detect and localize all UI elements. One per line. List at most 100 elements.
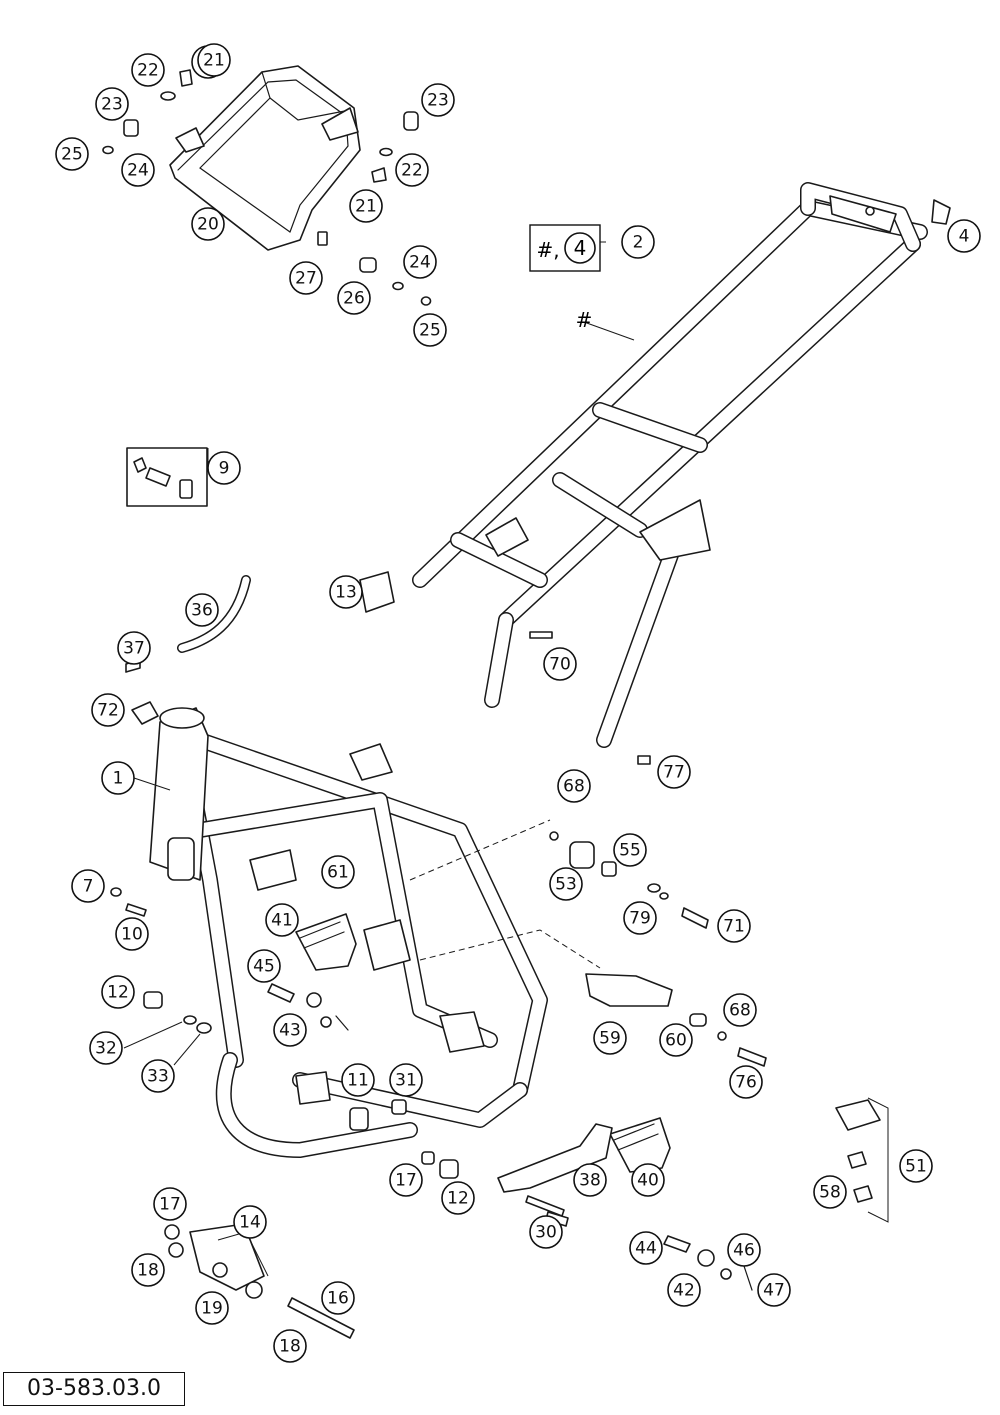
callout-number: 45 xyxy=(253,957,275,977)
callout-61: 61 xyxy=(321,855,355,889)
callout-14: 14 xyxy=(233,1205,267,1239)
leader-lines xyxy=(123,241,635,1277)
callout-number: 42 xyxy=(673,1281,695,1301)
callout-number: 20 xyxy=(197,215,219,235)
bolts-right xyxy=(549,831,767,1067)
callout-12: 12 xyxy=(441,1181,475,1215)
callout-27: 27 xyxy=(289,261,323,295)
callout-number: 71 xyxy=(723,917,745,937)
callout-number: 23 xyxy=(101,95,123,115)
box-label-ref: 4 xyxy=(574,236,587,260)
callout-32: 32 xyxy=(89,1031,123,1065)
callout-77: 77 xyxy=(657,755,691,789)
callout-18: 18 xyxy=(131,1253,165,1287)
pin-and-spring-parts xyxy=(267,983,753,1291)
callout-number: 16 xyxy=(327,1289,349,1309)
callout-number: 51 xyxy=(905,1157,927,1177)
callout-33: 33 xyxy=(141,1059,175,1093)
callout-23: 23 xyxy=(95,87,129,121)
callout-76: 76 xyxy=(729,1065,763,1099)
callout-9: 9 xyxy=(207,451,241,485)
callout-24: 24 xyxy=(121,153,155,187)
callout-30: 30 xyxy=(529,1215,563,1249)
callout-number: 55 xyxy=(619,841,641,861)
callout-51: 51 xyxy=(899,1149,933,1183)
callout-number: 70 xyxy=(549,655,571,675)
callout-number: 7 xyxy=(83,877,94,897)
skid-plate xyxy=(169,65,361,251)
callout-45: 45 xyxy=(247,949,281,983)
callout-number: 21 xyxy=(355,197,377,217)
callout-47: 47 xyxy=(757,1273,791,1307)
callout-number: 2 xyxy=(633,233,644,253)
box-label-prefix: #, xyxy=(536,238,559,262)
symbol-marker: # xyxy=(576,308,593,332)
callout-46: 46 xyxy=(727,1233,761,1267)
callout-number: 68 xyxy=(563,777,585,797)
skid-plate-hardware xyxy=(102,69,432,306)
callout-number: 9 xyxy=(219,459,230,479)
callout-number: 36 xyxy=(191,601,213,621)
callout-18: 18 xyxy=(273,1329,307,1363)
side-plates xyxy=(164,1223,355,1339)
callout-43: 43 xyxy=(273,1013,307,1047)
callout-number: 10 xyxy=(121,925,143,945)
callout-25: 25 xyxy=(55,137,89,171)
callout-number: 40 xyxy=(637,1171,659,1191)
callout-number: 61 xyxy=(327,863,349,883)
callout-21: 21 xyxy=(197,43,231,77)
callout-60: 60 xyxy=(659,1023,693,1057)
callout-4: 4 xyxy=(947,219,981,253)
callout-36: 36 xyxy=(185,593,219,627)
callout-72: 72 xyxy=(91,693,125,727)
callout-53: 53 xyxy=(549,867,583,901)
callout-number: 32 xyxy=(95,1039,117,1059)
callout-number: 68 xyxy=(729,1001,751,1021)
callout-7: 7 xyxy=(71,869,105,903)
callout-70: 70 xyxy=(543,647,577,681)
diagram-code-label: 03-583.03.0 xyxy=(3,1372,185,1406)
callout-number: 12 xyxy=(447,1189,469,1209)
footpeg-left xyxy=(295,913,357,971)
callout-number: 27 xyxy=(295,269,317,289)
callout-12: 12 xyxy=(101,975,135,1009)
callout-number: 79 xyxy=(629,909,651,929)
callout-26: 26 xyxy=(337,281,371,315)
callout-number: 12 xyxy=(107,983,129,1003)
callout-41: 41 xyxy=(265,903,299,937)
callout-55: 55 xyxy=(613,833,647,867)
callout-number: 4 xyxy=(959,227,970,247)
callout-17: 17 xyxy=(389,1163,423,1197)
callout-38: 38 xyxy=(573,1163,607,1197)
callout-number: 47 xyxy=(763,1281,785,1301)
side-stand-plate xyxy=(569,841,707,1027)
subframe xyxy=(359,182,951,765)
callout-number: 33 xyxy=(147,1067,169,1087)
callout-number: 14 xyxy=(239,1213,261,1233)
callout-number: 22 xyxy=(137,61,159,81)
callout-58: 58 xyxy=(813,1175,847,1209)
callout-number: 23 xyxy=(427,91,449,111)
callout-number: 11 xyxy=(347,1071,369,1091)
brake-pedal xyxy=(497,1123,613,1193)
callout-number: 59 xyxy=(599,1029,621,1049)
callout-number: 41 xyxy=(271,911,293,931)
callout-number: 19 xyxy=(201,1299,223,1319)
callout-37: 37 xyxy=(117,631,151,665)
callout-71: 71 xyxy=(717,909,751,943)
callout-number: 24 xyxy=(127,161,149,181)
callout-19: 19 xyxy=(195,1291,229,1325)
footpeg-right xyxy=(609,1117,671,1173)
callout-20: 20 xyxy=(191,207,225,241)
callout-number: 24 xyxy=(409,253,431,273)
callout-number: 25 xyxy=(419,321,441,341)
callout-79: 79 xyxy=(623,901,657,935)
callout-10: 10 xyxy=(115,917,149,951)
callout-17: 17 xyxy=(153,1187,187,1221)
callout-22: 22 xyxy=(131,53,165,87)
callout-13: 13 xyxy=(329,575,363,609)
callout-25: 25 xyxy=(413,313,447,347)
callout-number: 31 xyxy=(395,1071,417,1091)
rear-plate-parts xyxy=(835,1097,889,1223)
